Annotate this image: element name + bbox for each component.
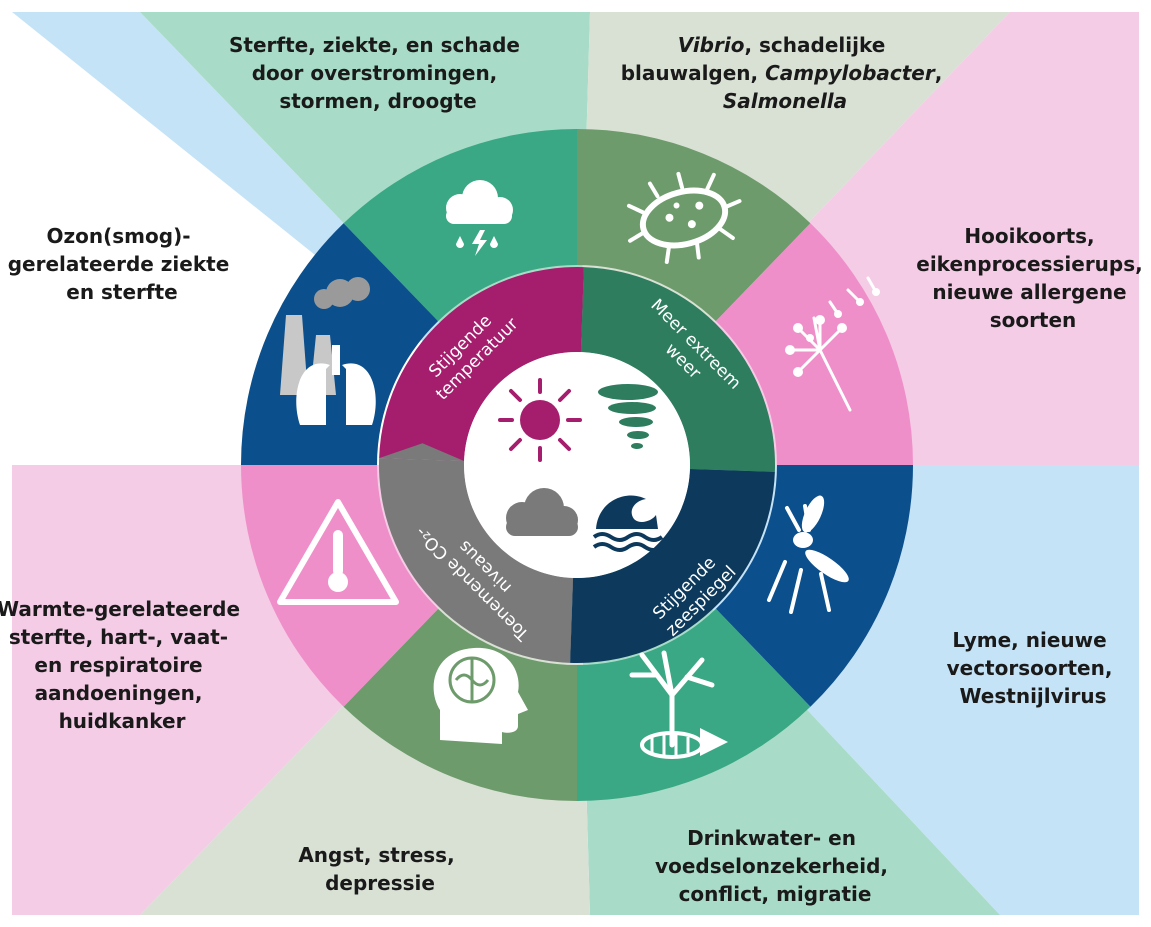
mosquito-icon	[767, 495, 849, 614]
factory-lungs-icon	[280, 277, 376, 425]
segment-weather-disasters	[343, 129, 577, 322]
outer-labels: Sterfte, ziekte, en schade door overstro…	[0, 33, 1149, 906]
center-circle	[464, 352, 690, 578]
thermometer-warning-icon	[277, 499, 399, 605]
dead-tree-fish-icon	[629, 650, 728, 759]
ring-segment-co2	[378, 458, 574, 663]
segment-food-water	[577, 608, 811, 801]
ring-segment-sea-level	[570, 468, 775, 663]
dandelion-icon	[785, 276, 880, 412]
tornado-icon	[598, 384, 658, 449]
cloud-icon	[506, 488, 578, 536]
ring-segment-temperature	[379, 266, 584, 462]
ring-segment-co2-arrowhead	[379, 443, 465, 462]
sun-icon	[498, 378, 582, 462]
label-allergies: Hooikoorts, eikenprocessierups, nieuwe a…	[916, 224, 1149, 332]
category-ring	[378, 266, 775, 663]
label-heat-related: Warmte-gerelateerde sterfte, hart-, vaat…	[0, 597, 247, 733]
brain-head-icon	[433, 647, 528, 744]
segment-vectors	[715, 465, 913, 707]
rain-lightning-icon	[446, 180, 513, 256]
wave-icon	[592, 495, 664, 552]
label-food-water-insecurity: Drinkwater- en voedselonzekerheid, confl…	[655, 826, 895, 906]
label-waterborne-pathogens: Vibrio, schadelijke blauwalgen, Campylob…	[621, 33, 950, 113]
segment-ozone	[241, 223, 439, 465]
label-vector-diseases: Lyme, nieuwe vectorsoorten, Westnijlviru…	[947, 628, 1120, 708]
bacteria-icon	[626, 171, 742, 264]
ring-segment-weather	[580, 267, 775, 472]
label-ozone-smog: Ozon(smog)- gerelateerde ziekte en sterf…	[8, 224, 237, 304]
label-floods-storms: Sterfte, ziekte, en schade door overstro…	[229, 33, 527, 113]
label-mental-health: Angst, stress, depressie	[298, 843, 461, 895]
